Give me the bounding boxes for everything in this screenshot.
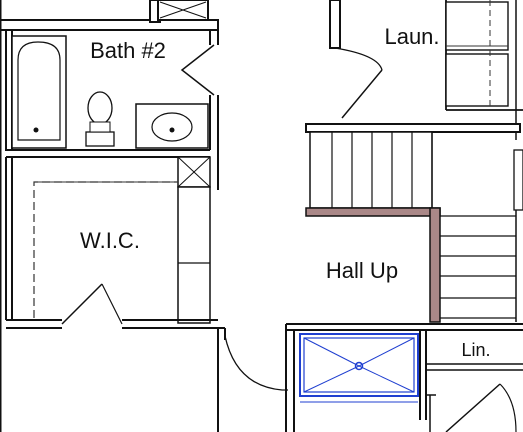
top-wall — [0, 0, 219, 432]
shower-area-walls — [285, 323, 523, 432]
bathtub-icon — [11, 35, 67, 149]
stair-lower — [440, 210, 517, 322]
hall-label: Hall Up — [326, 258, 398, 283]
bath-label: Bath #2 — [90, 38, 166, 63]
shower-pan-icon[interactable] — [299, 333, 419, 403]
wic-walls — [5, 156, 225, 329]
toilet-icon — [85, 91, 115, 147]
linen-label: Lin. — [461, 340, 490, 360]
laundry-label: Laun. — [384, 24, 439, 49]
lower-left-walls — [217, 328, 288, 432]
stair-upper — [305, 123, 523, 323]
sink-icon — [135, 103, 209, 149]
wic-label: W.I.C. — [80, 228, 140, 253]
laundry-walls — [329, 0, 523, 140]
bath-walls — [5, 29, 219, 190]
